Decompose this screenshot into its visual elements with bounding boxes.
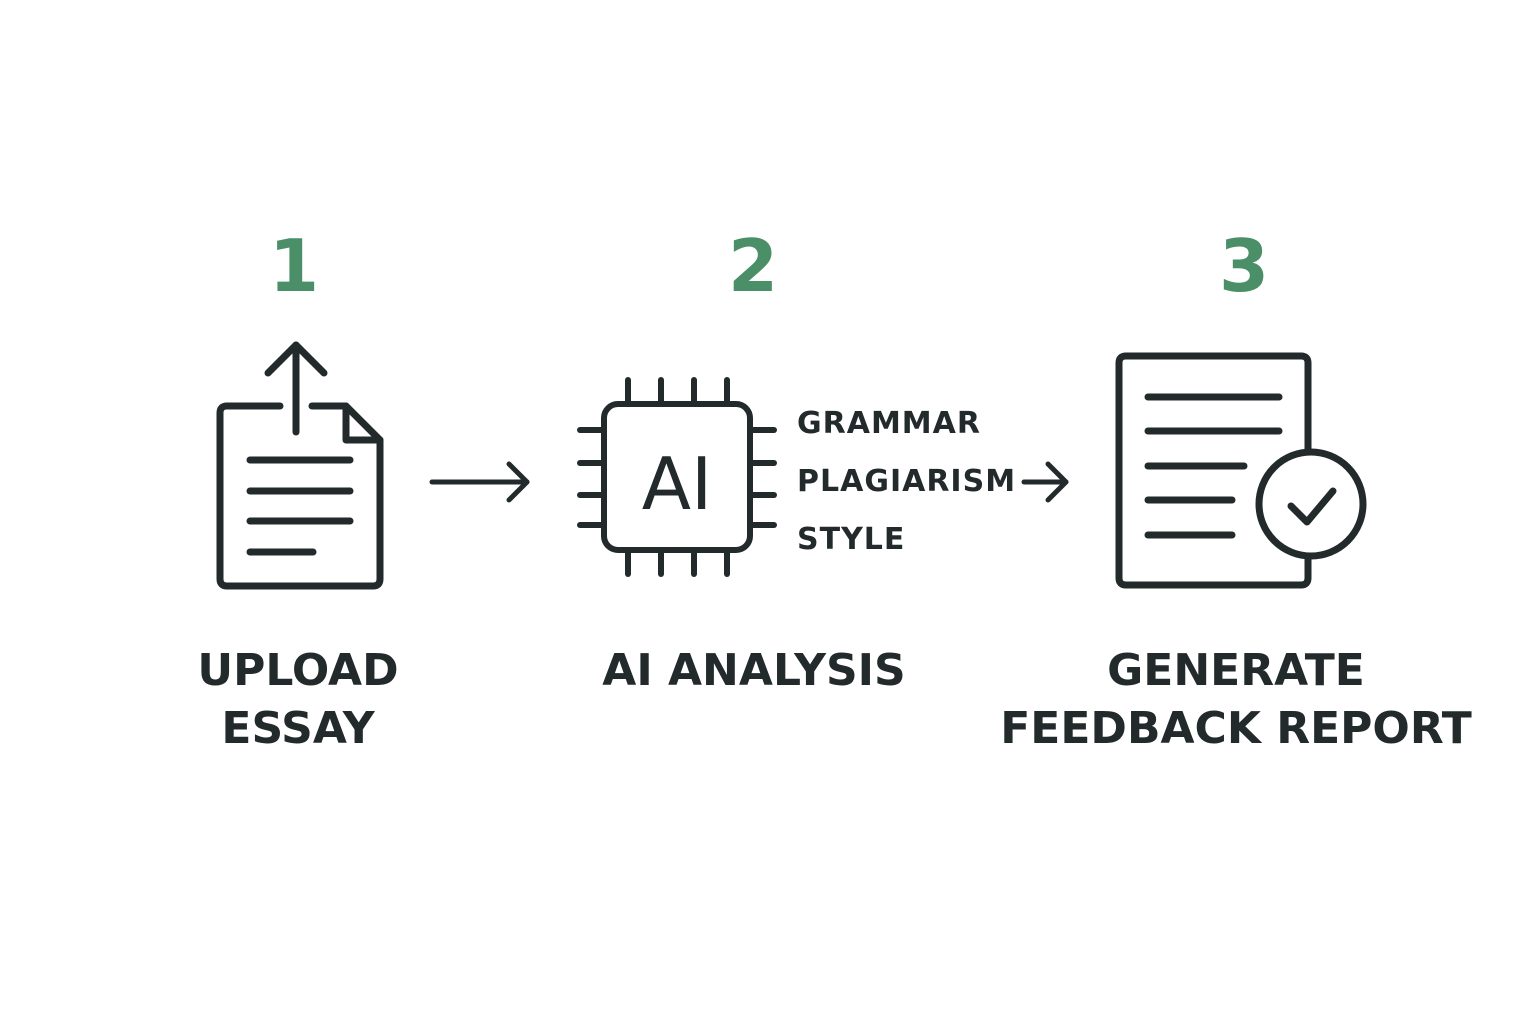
step-2-title: AI ANALYSIS [574,642,934,700]
check-style: STYLE [797,522,906,557]
step-3-title: GENERATE FEEDBACK REPORT [1000,642,1472,758]
step-1-title: UPLOAD ESSAY [178,642,418,758]
step-2-number: 2 [727,224,779,308]
step-3-number: 3 [1218,224,1270,308]
step-1-number: 1 [268,224,320,308]
step-1-title-line-1: UPLOAD [197,645,399,696]
step-3-title-line-1: GENERATE [1107,645,1365,696]
check-grammar: GRAMMAR [797,406,981,441]
check-plagiarism: PLAGIARISM [797,464,1017,499]
step-3-title-line-2: FEEDBACK REPORT [1000,703,1472,754]
step-1-title-line-2: ESSAY [221,703,375,754]
step-2-title-line-1: AI ANALYSIS [602,645,906,696]
ai-chip-label: AI [642,442,713,526]
